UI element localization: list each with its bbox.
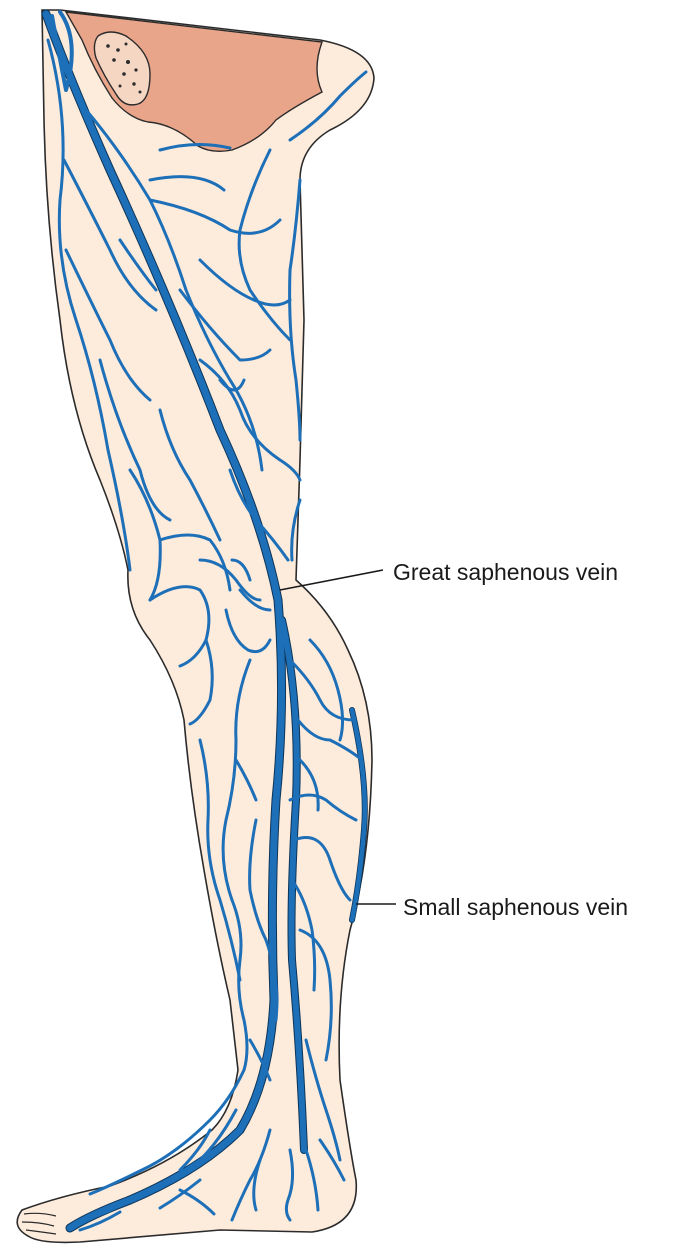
toe-lines	[21, 1212, 57, 1235]
great-saphenous-vein	[42, 10, 286, 1232]
small-saphenous-vein	[349, 707, 368, 923]
posterior-leg-vein	[279, 617, 307, 1153]
vein-network	[41, 9, 368, 1233]
small-saphenous-vein-label: Small saphenous vein	[403, 894, 629, 920]
lymph-node-dots	[106, 42, 142, 94]
leader-line-great-saphenous	[279, 569, 384, 591]
great-saphenous-vein-label: Great saphenous vein	[393, 559, 619, 585]
lymph-node-shape	[93, 31, 151, 106]
leg-outline	[16, 9, 375, 1244]
